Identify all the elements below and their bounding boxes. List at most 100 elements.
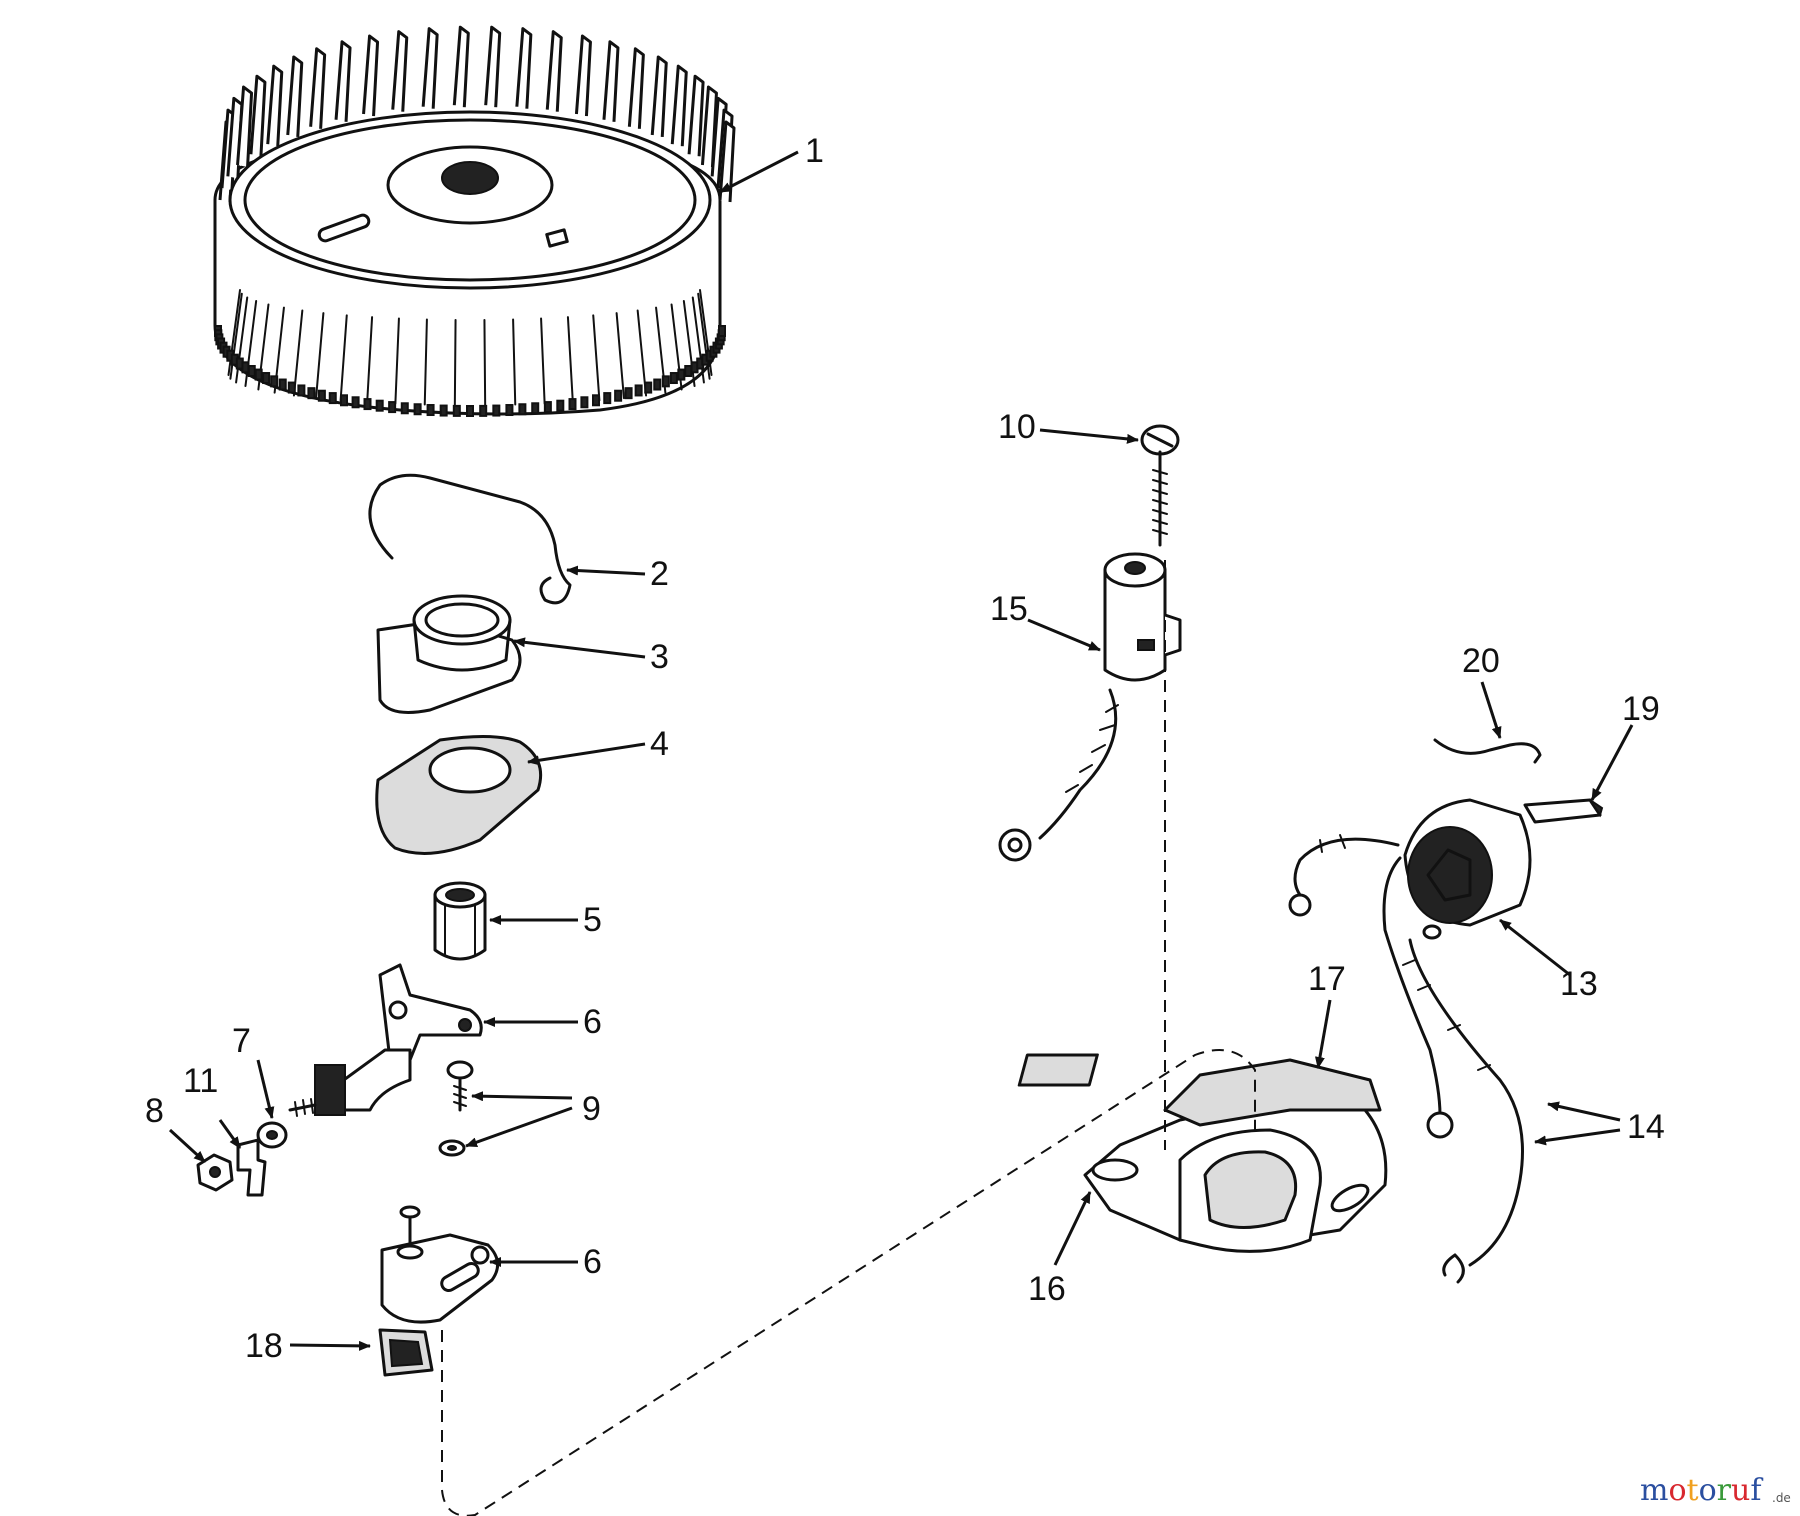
callout-4: 4 [650,725,669,763]
ring-gear-tooth [684,365,693,377]
ring-gear-tooth [307,387,316,400]
callout-20: 20 [1462,642,1500,680]
ring-gear-tooth [505,404,514,417]
flywheel-fin [421,27,439,109]
ring-gear-tooth [413,403,422,416]
ring-gear-tooth [543,401,552,414]
callout-7: 7 [232,1022,251,1060]
flywheel-fin [687,74,705,157]
part-terminal-hardware [196,1098,317,1197]
flywheel-fin [718,120,736,203]
ring-gear-tooth [278,378,287,391]
flywheel-fin [627,47,645,129]
ring-gear-tooth [270,375,279,388]
ring-gear-tooth [328,392,337,405]
part-condenser-screw [1140,424,1180,547]
wm-letter: f [1750,1473,1763,1508]
callout-13: 13 [1560,965,1598,1003]
ring-gear-tooth [624,387,633,400]
callout-15: 15 [990,590,1028,628]
ring-gear-tooth [718,325,726,337]
svg-text:motoruf: motoruf [1640,1473,1763,1508]
callout-9: 9 [582,1090,601,1128]
ring-gear-tooth [492,404,501,417]
ring-gear-tooth [297,384,306,397]
part-ignition-coil [1403,798,1532,940]
flywheel-vane [592,314,601,402]
part-bushing [433,881,487,961]
flywheel-fin [266,64,284,147]
callout-18: 18 [245,1327,283,1365]
ring-gear-tooth [340,394,348,407]
ring-gear-tooth [426,404,435,417]
flywheel-fin [362,34,380,117]
flywheel-fin [650,55,668,138]
part-clip [368,473,572,605]
ring-gear-tooth [351,396,360,409]
flywheel-vane [636,309,648,397]
flywheel-fin [602,40,620,122]
ring-gear-tooth [388,401,397,414]
callout-16: 16 [1028,1270,1066,1308]
callout-arrows [168,150,1634,1351]
flywheel-vane [453,318,457,406]
callout-2: 2 [650,555,669,593]
ring-gear-tooth [603,392,612,405]
callout-11: 11 [183,1062,218,1100]
flywheel-vane [394,317,400,405]
flywheel-vane [339,314,348,402]
wm-letter: u [1731,1473,1750,1508]
flywheel-vane [483,318,487,406]
flywheel-vane [566,316,574,404]
flywheel-fin [334,40,352,122]
flywheel-vane [540,317,546,405]
ring-gear-tooth [363,398,372,411]
wm-suffix: .de [1772,1491,1791,1505]
flywheel-fin [309,47,327,129]
ring-gear-tooth [317,389,326,402]
part-flywheel [213,25,736,417]
ring-gear-tooth [439,404,448,417]
wm-letter: m [1640,1473,1668,1508]
flywheel-vane [512,318,517,406]
flywheel-fin [484,25,502,108]
callout-14: 14 [1627,1108,1665,1146]
ring-gear-tooth [247,365,256,377]
wm-letter: t [1687,1473,1699,1508]
ring-gear-tooth [466,405,474,417]
callout-6-lower: 6 [583,1243,602,1281]
flywheel-fin [574,34,592,117]
flywheel-vane [366,316,374,404]
flywheel-fin [452,25,470,108]
ring-gear-tooth [262,372,271,385]
part-breaker-cover [376,594,522,714]
part-breaker-arm [314,963,483,1157]
watermark-logo: motoruf .de [1640,1473,1791,1508]
flywheel-fin [236,85,254,168]
callout-3: 3 [650,638,669,676]
callout-labels: 1 2 3 4 5 6 6 7 8 9 10 11 13 14 15 16 17… [145,132,1665,1365]
wm-letter: o [1699,1473,1717,1508]
ring-gear-tooth [400,402,409,415]
part-felt [378,1328,434,1377]
ring-gear-tooth [254,368,263,381]
ring-gear-tooth [592,394,600,407]
ring-gear-tooth [452,404,461,417]
flywheel-vane [292,309,304,397]
part-screw-washer [438,1060,474,1157]
ring-gear-tooth [634,384,643,397]
callout-19: 19 [1622,690,1660,728]
flywheel-fin [286,55,304,138]
flywheel-fin [249,74,267,157]
part-spring [1433,738,1542,764]
callout-8: 8 [145,1092,164,1130]
flywheel-vane [315,312,325,400]
callout-1: 1 [805,132,824,170]
ring-gear-tooth [614,389,623,402]
part-armature-base [1017,1053,1388,1253]
callout-5: 5 [583,901,602,939]
callout-6-upper: 6 [583,1003,602,1041]
part-gasket [375,734,543,855]
part-leads [1288,834,1524,1284]
